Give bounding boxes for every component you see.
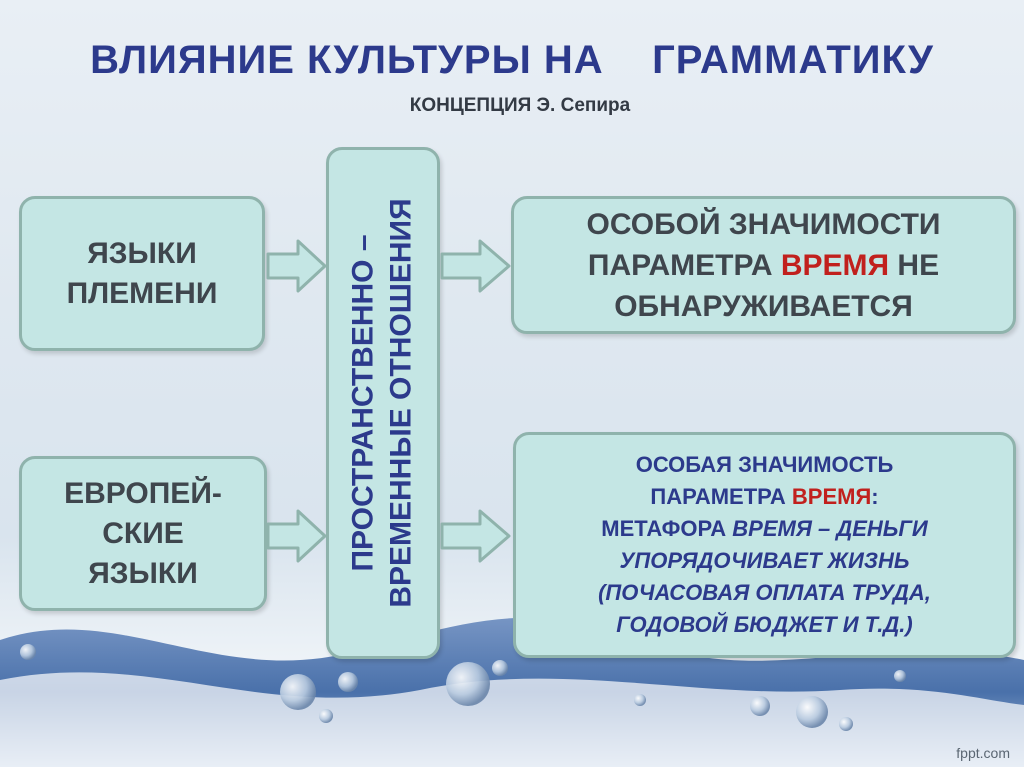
vertical-line: ПРОСТРАНСТВЕННО – [347, 234, 380, 572]
box-line: ПАРАМЕТРА ВРЕМЯ: [650, 484, 879, 509]
vertical-line: ВРЕМЕННЫЕ ОТНОШЕНИЯ [385, 198, 418, 608]
arrow-right-icon [266, 239, 327, 293]
box-line: ЯЗЫКИ [88, 556, 198, 590]
arrow-right-icon [440, 509, 511, 563]
highlight-time: ВРЕМЯ [791, 484, 872, 509]
box-line: ПЛЕМЕНИ [66, 276, 218, 310]
page-subtitle: КОНЦЕПЦИЯ Э. Сепира [409, 95, 631, 116]
box-european-languages: ЕВРОПЕЙ- СКИЕ ЯЗЫКИ [19, 456, 267, 611]
metaphor-text: ВРЕМЯ – ДЕНЬГИ [732, 516, 928, 541]
box-line: ГОДОВОЙ БЮДЖЕТ И Т.Д.) [616, 612, 913, 637]
box-spatiotemporal-relations: ПРОСТРАНСТВЕННО – ВРЕМЕННЫЕ ОТНОШЕНИЯ [326, 147, 440, 659]
box-line: СКИЕ [102, 516, 184, 550]
box-line: ОСОБАЯ ЗНАЧИМОСТЬ [635, 452, 894, 477]
box-time-significance: ОСОБАЯ ЗНАЧИМОСТЬ ПАРАМЕТРА ВРЕМЯ: МЕТАФ… [513, 432, 1016, 658]
page-title: ВЛИЯНИЕ КУЛЬТУРЫ НА ГРАММАТИКУ [90, 38, 934, 82]
box-tribal-languages: ЯЗЫКИ ПЛЕМЕНИ [19, 196, 265, 351]
watermark: fppt.com [956, 745, 1010, 761]
box-line: МЕТАФОРА ВРЕМЯ – ДЕНЬГИ [601, 516, 928, 541]
box-line: ОБНАРУЖИВАЕТСЯ [614, 289, 913, 323]
arrow-right-icon [266, 509, 327, 563]
box-line: УПОРЯДОЧИВАЕТ ЖИЗНЬ [619, 548, 910, 573]
box-line: ОСОБОЙ ЗНАЧИМОСТИ [586, 207, 941, 241]
box-line: (ПОЧАСОВАЯ ОПЛАТА ТРУДА, [598, 580, 931, 605]
highlight-time: ВРЕМЯ [780, 248, 890, 282]
box-line: ЯЗЫКИ [87, 236, 197, 270]
vertical-label: ПРОСТРАНСТВЕННО – ВРЕМЕННЫЕ ОТНОШЕНИЯ [345, 198, 421, 607]
box-no-time-significance: ОСОБОЙ ЗНАЧИМОСТИ ПАРАМЕТРА ВРЕМЯ НЕ ОБН… [511, 196, 1016, 334]
box-line: ПАРАМЕТРА ВРЕМЯ НЕ [587, 248, 940, 282]
arrow-right-icon [440, 239, 511, 293]
box-line: ЕВРОПЕЙ- [64, 476, 222, 510]
